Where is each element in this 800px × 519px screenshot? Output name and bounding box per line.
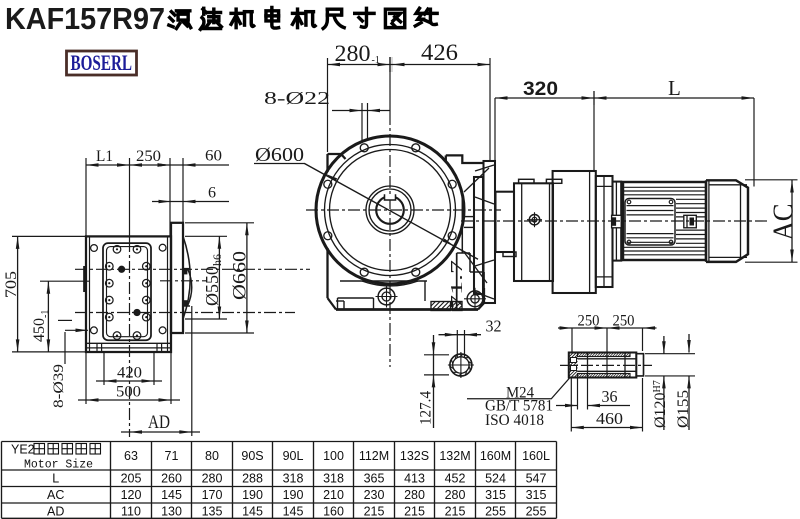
svg-text:255: 255 — [526, 504, 547, 518]
svg-text:260: 260 — [161, 471, 182, 485]
svg-text:500: 500 — [116, 384, 141, 401]
svg-text:250: 250 — [613, 313, 635, 330]
svg-text:280: 280 — [202, 471, 223, 485]
svg-text:452: 452 — [445, 471, 466, 485]
svg-text:Motor Size: Motor Size — [24, 459, 93, 472]
svg-text:90S: 90S — [241, 449, 263, 463]
svg-text:36: 36 — [602, 387, 618, 406]
svg-text:6: 6 — [208, 185, 216, 202]
svg-text:AC: AC — [769, 204, 800, 241]
svg-text:420: 420 — [117, 365, 142, 382]
svg-text:145: 145 — [161, 488, 182, 502]
svg-text:8-Ø39: 8-Ø39 — [51, 364, 67, 408]
svg-text:112M: 112M — [359, 449, 389, 463]
svg-text:AD: AD — [47, 504, 64, 518]
svg-text:L: L — [52, 471, 59, 485]
svg-text:63: 63 — [124, 449, 138, 463]
svg-text:L: L — [668, 76, 681, 100]
svg-text:32: 32 — [486, 317, 502, 336]
svg-text:190: 190 — [283, 488, 304, 502]
svg-text:705: 705 — [3, 271, 20, 298]
svg-text:AC: AC — [47, 488, 64, 502]
svg-text:71.7: 71.7 — [447, 259, 466, 309]
svg-text:YE2: YE2 — [11, 443, 35, 457]
svg-text:315: 315 — [485, 488, 506, 502]
svg-text:320: 320 — [523, 79, 558, 100]
svg-text:145: 145 — [242, 504, 263, 518]
svg-text:M24: M24 — [506, 385, 534, 402]
svg-text:80: 80 — [205, 449, 219, 463]
svg-text:8-Ø22: 8-Ø22 — [264, 88, 330, 108]
svg-text:250: 250 — [136, 148, 161, 165]
svg-text:160L: 160L — [522, 449, 550, 463]
svg-text:Ø660: Ø660 — [230, 251, 251, 300]
svg-text:Ø600: Ø600 — [255, 144, 304, 166]
svg-text:GB/T 5781: GB/T 5781 — [485, 398, 553, 415]
svg-text:413: 413 — [404, 471, 425, 485]
svg-text:BOSERL: BOSERL — [71, 50, 133, 75]
svg-text:205: 205 — [121, 471, 142, 485]
svg-text:215: 215 — [364, 504, 385, 518]
svg-text:160: 160 — [323, 504, 344, 518]
svg-text:250: 250 — [578, 313, 600, 330]
svg-text:524: 524 — [485, 471, 506, 485]
svg-text:Ø155: Ø155 — [675, 390, 692, 428]
svg-text:460: 460 — [596, 409, 623, 428]
svg-text:KAF157R97: KAF157R97 — [5, 1, 165, 36]
svg-text:135: 135 — [202, 504, 223, 518]
svg-text:315: 315 — [526, 488, 547, 502]
svg-text:127.4: 127.4 — [418, 391, 435, 425]
svg-text:-1: -1 — [372, 55, 380, 66]
svg-text:230: 230 — [364, 488, 385, 502]
svg-text:288: 288 — [242, 471, 263, 485]
svg-text:90L: 90L — [283, 449, 304, 463]
svg-text:132S: 132S — [400, 449, 429, 463]
svg-text:L1: L1 — [96, 148, 113, 165]
svg-text:100: 100 — [323, 449, 344, 463]
svg-text:60: 60 — [205, 148, 222, 165]
svg-text:190: 190 — [242, 488, 263, 502]
svg-text:71: 71 — [165, 449, 179, 463]
svg-text:130: 130 — [161, 504, 182, 518]
svg-text:547: 547 — [526, 471, 547, 485]
svg-text:ISO 4018: ISO 4018 — [485, 412, 544, 429]
svg-text:426: 426 — [421, 40, 458, 65]
svg-text:170: 170 — [202, 488, 223, 502]
svg-text:160M: 160M — [480, 449, 511, 463]
svg-text:280: 280 — [335, 41, 371, 66]
svg-text:280: 280 — [404, 488, 425, 502]
svg-text:215: 215 — [404, 504, 425, 518]
svg-text:318: 318 — [323, 471, 344, 485]
svg-text:145: 145 — [283, 504, 304, 518]
svg-text:318: 318 — [283, 471, 304, 485]
svg-text:210: 210 — [323, 488, 344, 502]
svg-text:110: 110 — [121, 504, 141, 518]
svg-text:AD: AD — [148, 412, 170, 433]
svg-text:132M: 132M — [439, 449, 470, 463]
svg-text:215: 215 — [445, 504, 466, 518]
svg-text:365: 365 — [364, 471, 385, 485]
svg-text:Ø550h6: Ø550h6 — [202, 254, 224, 306]
svg-text:120: 120 — [121, 488, 142, 502]
svg-text:280: 280 — [445, 488, 466, 502]
svg-text:255: 255 — [485, 504, 506, 518]
